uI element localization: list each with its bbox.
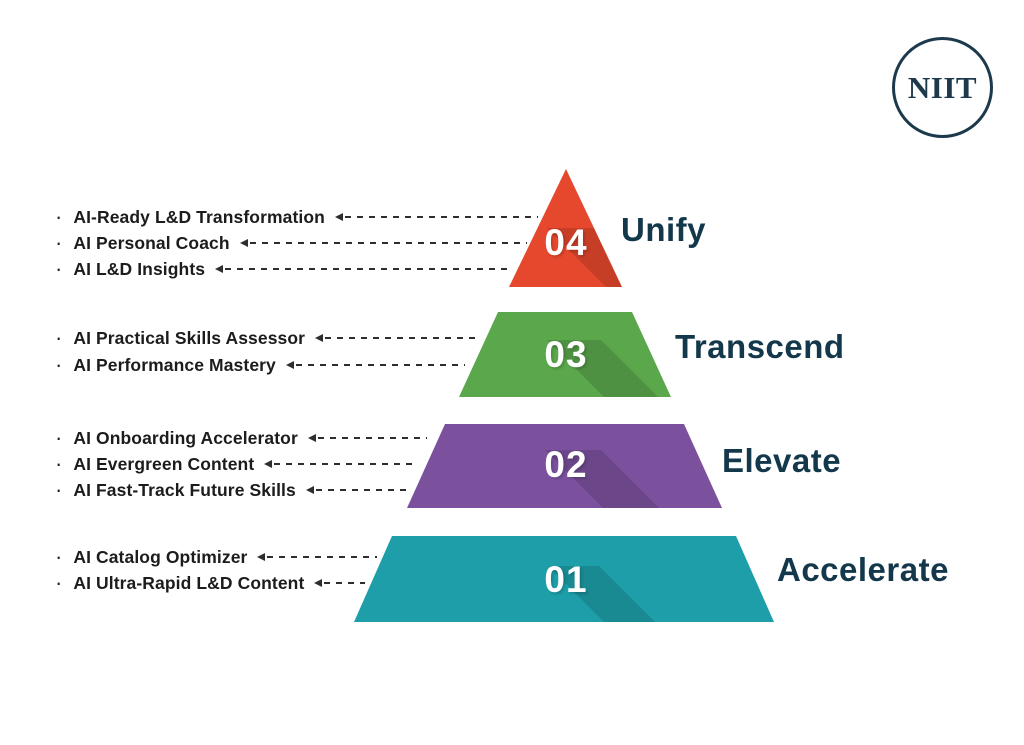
list-item: · AI Evergreen Content [55,451,417,477]
list-item: · AI Practical Skills Assessor [55,325,477,351]
dashed-connector [315,334,477,342]
level-03-number: 03 [544,334,588,375]
bullet-dot: · [55,477,63,502]
niit-logo-text: NIIT [907,69,978,105]
arrow-left-icon [239,239,248,247]
dash-line [295,364,465,366]
bullet-dot: · [55,425,63,450]
dashed-connector [305,486,408,494]
dash-line [324,582,365,584]
item-label: AI Catalog Optimizer [73,546,248,567]
arrow-left-icon [315,334,324,342]
niit-logo: NIIT [892,37,993,138]
list-item: · AI Onboarding Accelerator [55,425,427,451]
dashed-connector [314,579,365,587]
bullet-dot: · [55,256,63,281]
arrow-left-icon [285,361,294,369]
dash-line [274,463,417,465]
arrow-left-icon [264,460,273,468]
dash-line [317,437,427,439]
bullet-dot: · [55,352,63,377]
list-item: · AI Fast-Track Future Skills [55,477,408,503]
pyramid-level-03-shape [459,312,671,397]
item-label: AI Onboarding Accelerator [73,427,298,448]
list-item: · AI Personal Coach [55,230,527,256]
list-item: · AI Catalog Optimizer [55,544,377,570]
arrow-left-icon [334,213,343,221]
item-label: AI Evergreen Content [73,453,255,474]
bullet-dot: · [55,570,63,595]
pyramid-level-04-shape [509,169,622,287]
dash-line [315,489,408,491]
dash-line [267,556,377,558]
bullet-dot: · [55,204,63,229]
item-label: AI Personal Coach [73,232,230,253]
item-label: AI Ultra-Rapid L&D Content [73,572,305,593]
level-02-title: Elevate [722,442,842,479]
dashed-connector [239,239,527,247]
level-02-number: 02 [544,444,588,485]
arrow-left-icon [257,553,266,561]
item-label: AI Fast-Track Future Skills [73,479,296,500]
bullet-dot: · [55,230,63,255]
pyramid-level-02-shadow [545,450,722,508]
dash-line [225,268,513,270]
dash-line [344,216,538,218]
dashed-connector [257,553,377,561]
level-03-title: Transcend [675,328,845,365]
dashed-connector [264,460,417,468]
pyramid-level-03-shadow [547,340,671,397]
pyramid-level-02-shape [407,424,722,508]
arrow-left-icon [314,579,323,587]
bullet-dot: · [55,325,63,350]
pyramid-level-04-shadow [547,228,622,287]
dashed-connector [215,265,513,273]
bullet-dot: · [55,451,63,476]
dashed-connector [285,361,465,369]
list-item: · AI L&D Insights [55,256,513,282]
list-item: · AI Performance Mastery [55,352,465,378]
pyramid-level-01-shape [354,536,774,622]
level-04-number: 04 [544,222,588,263]
bullet-dot: · [55,544,63,569]
list-item: · AI-Ready L&D Transformation [55,204,538,230]
dash-line [249,242,527,244]
item-label: AI-Ready L&D Transformation [73,206,325,227]
level-04-title: Unify [621,211,706,248]
arrow-left-icon [305,486,314,494]
level-01-title: Accelerate [777,551,949,588]
level-01-number: 01 [544,559,588,600]
item-label: AI L&D Insights [73,258,206,279]
list-item: · AI Ultra-Rapid L&D Content [55,570,365,596]
arrow-left-icon [307,434,316,442]
arrow-left-icon [215,265,224,273]
pyramid-level-01-shadow [548,566,774,622]
item-label: AI Practical Skills Assessor [73,327,306,348]
dash-line [325,337,477,339]
dashed-connector [334,213,538,221]
dashed-connector [307,434,427,442]
item-label: AI Performance Mastery [73,354,276,375]
